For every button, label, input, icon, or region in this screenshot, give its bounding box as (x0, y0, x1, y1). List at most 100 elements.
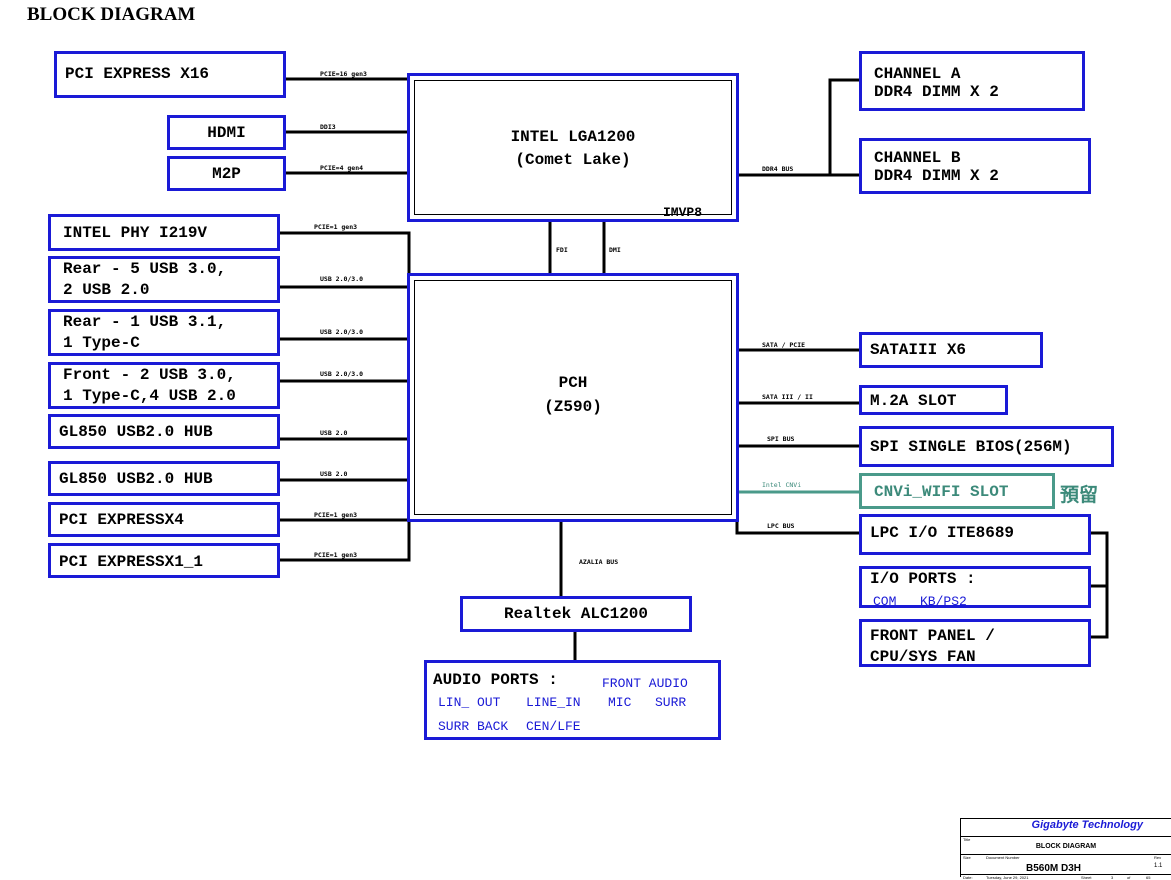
block-rear-usb-b-line1: Rear - 1 USB 3.1, (63, 313, 227, 331)
bus-label-ddi: DDI3 (320, 123, 336, 131)
page-title: BLOCK DIAGRAM (27, 4, 196, 25)
block-front-panel-line1: FRONT PANEL / (870, 627, 995, 645)
block-intel-phy-label: INTEL PHY I219V (63, 224, 208, 242)
bus-label-hub1: USB 2.0 (320, 429, 348, 437)
title-block-date-label: Date: (963, 875, 973, 880)
block-cnvi-wifi-label: CNVi_WIFI SLOT (874, 483, 1009, 501)
bus-label-phy: PCIE=1 gen3 (314, 223, 358, 231)
block-hdmi: HDMI (167, 115, 286, 150)
block-front-usb: Front - 2 USB 3.0, 1 Type-C,4 USB 2.0 (48, 362, 280, 409)
pch-model: (Z590) (544, 398, 602, 416)
block-audio-ports: AUDIO PORTS : FRONT AUDIO LIN_ OUT LINE_… (424, 660, 721, 740)
block-front-usb-line2: 1 Type-C,4 USB 2.0 (63, 387, 236, 405)
bus-label-dmi: DMI (609, 246, 621, 254)
audio-line-in: LINE_IN (526, 695, 581, 710)
block-m2a-slot: M.2A SLOT (859, 385, 1008, 415)
bus-label-fdi: FDI (556, 246, 568, 254)
block-rear-usb-b: Rear - 1 USB 3.1, 1 Type-C (48, 309, 280, 356)
pch-name: PCH (558, 374, 588, 392)
title-block-doc-number: B560M D3H (1026, 863, 1082, 874)
block-pcie-x4-label: PCI EXPRESSX4 (59, 511, 184, 529)
title-block-divider (961, 854, 1171, 855)
io-port-kb-ps2: KB/PS2 (920, 594, 967, 609)
title-block-sheets: 65 (1146, 875, 1151, 880)
bus-label-pcie16: PCIE=16 gen3 (320, 70, 367, 78)
title-block-date: Tuesday, June 29, 2021 (986, 875, 1029, 880)
block-sataiii: SATAIII X6 (859, 332, 1043, 368)
title-block-company: Gigabyte Technology (1031, 819, 1143, 831)
block-channel-a-line2: DDR4 DIMM X 2 (874, 83, 999, 101)
block-gl850-hub-2-label: GL850 USB2.0 HUB (59, 470, 213, 488)
title-block-docnum-label: Document Number (986, 855, 1020, 860)
block-lpc-io-label: LPC I/O ITE8689 (870, 524, 1015, 542)
block-gl850-hub-1: GL850 USB2.0 HUB (48, 414, 280, 449)
block-front-panel: FRONT PANEL / CPU/SYS FAN (859, 619, 1091, 667)
bus-label-azalia: AZALIA BUS (579, 558, 619, 566)
title-block-size-label: Size (963, 855, 971, 860)
block-rear-usb-a: Rear - 5 USB 3.0, 2 USB 2.0 (48, 256, 280, 303)
block-m2a-slot-label: M.2A SLOT (870, 392, 957, 410)
title-block-divider (961, 836, 1171, 837)
title-block-sheet-label: Sheet (1081, 875, 1092, 880)
audio-surr: SURR (655, 695, 687, 710)
pch-inner-frame: PCH (Z590) (414, 280, 732, 515)
bus-label-cnvi: Intel CNVi (762, 481, 802, 489)
cpu-codename: (Comet Lake) (515, 151, 631, 169)
title-block-title: BLOCK DIAGRAM (1035, 843, 1097, 850)
bus-label-x4: PCIE=1 gen3 (314, 511, 358, 519)
block-channel-b-line2: DDR4 DIMM X 2 (874, 167, 999, 185)
cpu-block: INTEL LGA1200 (Comet Lake) IMVP8 (407, 73, 739, 222)
title-block-divider (961, 874, 1171, 875)
block-channel-b: CHANNEL B DDR4 DIMM X 2 (859, 138, 1091, 194)
title-block: Gigabyte Technology Title BLOCK DIAGRAM … (960, 818, 1171, 880)
bus-label-spi: SPI BUS (767, 435, 795, 443)
block-spi-bios: SPI SINGLE BIOS(256M) (859, 426, 1114, 467)
audio-cen-lfe: CEN/LFE (526, 719, 581, 734)
block-pcie-x1: PCI EXPRESSX1_1 (48, 543, 280, 578)
block-io-ports: I/O PORTS : COM KB/PS2 (859, 566, 1091, 609)
bus-label-usb-b: USB 2.0/3.0 (320, 328, 364, 336)
block-channel-a-line1: CHANNEL A (874, 65, 961, 83)
bus-label-x1: PCIE=1 gen3 (314, 551, 358, 559)
block-channel-a: CHANNEL A DDR4 DIMM X 2 (859, 51, 1085, 111)
block-sataiii-label: SATAIII X6 (870, 341, 967, 359)
cpu-vr-label: IMVP8 (663, 205, 703, 220)
cnvi-reserved-note: 預留 (1060, 484, 1099, 506)
audio-mic: MIC (608, 695, 632, 710)
audio-ports-label: AUDIO PORTS : (433, 671, 558, 689)
block-pcie-x16: PCI EXPRESS X16 (54, 51, 286, 98)
bus-label-usb-c: USB 2.0/3.0 (320, 370, 364, 378)
bus-label-usb-a: USB 2.0/3.0 (320, 275, 364, 283)
block-realtek-codec-label: Realtek ALC1200 (503, 605, 649, 623)
bus-label-ddr4: DDR4 BUS (762, 165, 794, 173)
block-channel-b-line1: CHANNEL B (874, 149, 961, 167)
block-intel-phy: INTEL PHY I219V (48, 214, 280, 251)
block-lpc-io: LPC I/O ITE8689 (859, 514, 1091, 555)
audio-surr-back: SURR BACK (438, 719, 509, 734)
title-block-rev: 1.1 (1154, 863, 1163, 869)
block-pcie-x4: PCI EXPRESSX4 (48, 502, 280, 537)
block-hdmi-label: HDMI (207, 124, 246, 142)
block-io-ports-label: I/O PORTS : (870, 570, 976, 588)
cpu-name: INTEL LGA1200 (510, 128, 636, 146)
block-pcie-x16-label: PCI EXPRESS X16 (65, 65, 210, 83)
block-cnvi-wifi: CNVi_WIFI SLOT (859, 473, 1055, 509)
title-block-rev-label: Rev (1154, 855, 1162, 860)
block-gl850-hub-1-label: GL850 USB2.0 HUB (59, 423, 213, 441)
bus-label-m2a: SATA III / II (762, 393, 813, 401)
block-rear-usb-b-line2: 1 Type-C (63, 334, 140, 352)
block-m2p-label: M2P (212, 165, 241, 183)
bus-label-pcie4: PCIE=4 gen4 (320, 164, 364, 172)
title-block-sheet: 3 (1111, 875, 1114, 880)
block-realtek-codec: Realtek ALC1200 (460, 596, 692, 632)
title-block-title-label: Title (963, 837, 971, 842)
block-pcie-x1-label: PCI EXPRESSX1_1 (59, 553, 204, 571)
block-gl850-hub-2: GL850 USB2.0 HUB (48, 461, 280, 496)
block-front-usb-line1: Front - 2 USB 3.0, (63, 366, 236, 384)
cpu-inner-frame: INTEL LGA1200 (Comet Lake) IMVP8 (414, 80, 732, 220)
bus-label-lpc: LPC BUS (767, 522, 795, 530)
pch-block: PCH (Z590) (407, 273, 739, 522)
bus-label-sata: SATA / PCIE (762, 341, 806, 349)
block-front-panel-line2: CPU/SYS FAN (870, 648, 976, 666)
